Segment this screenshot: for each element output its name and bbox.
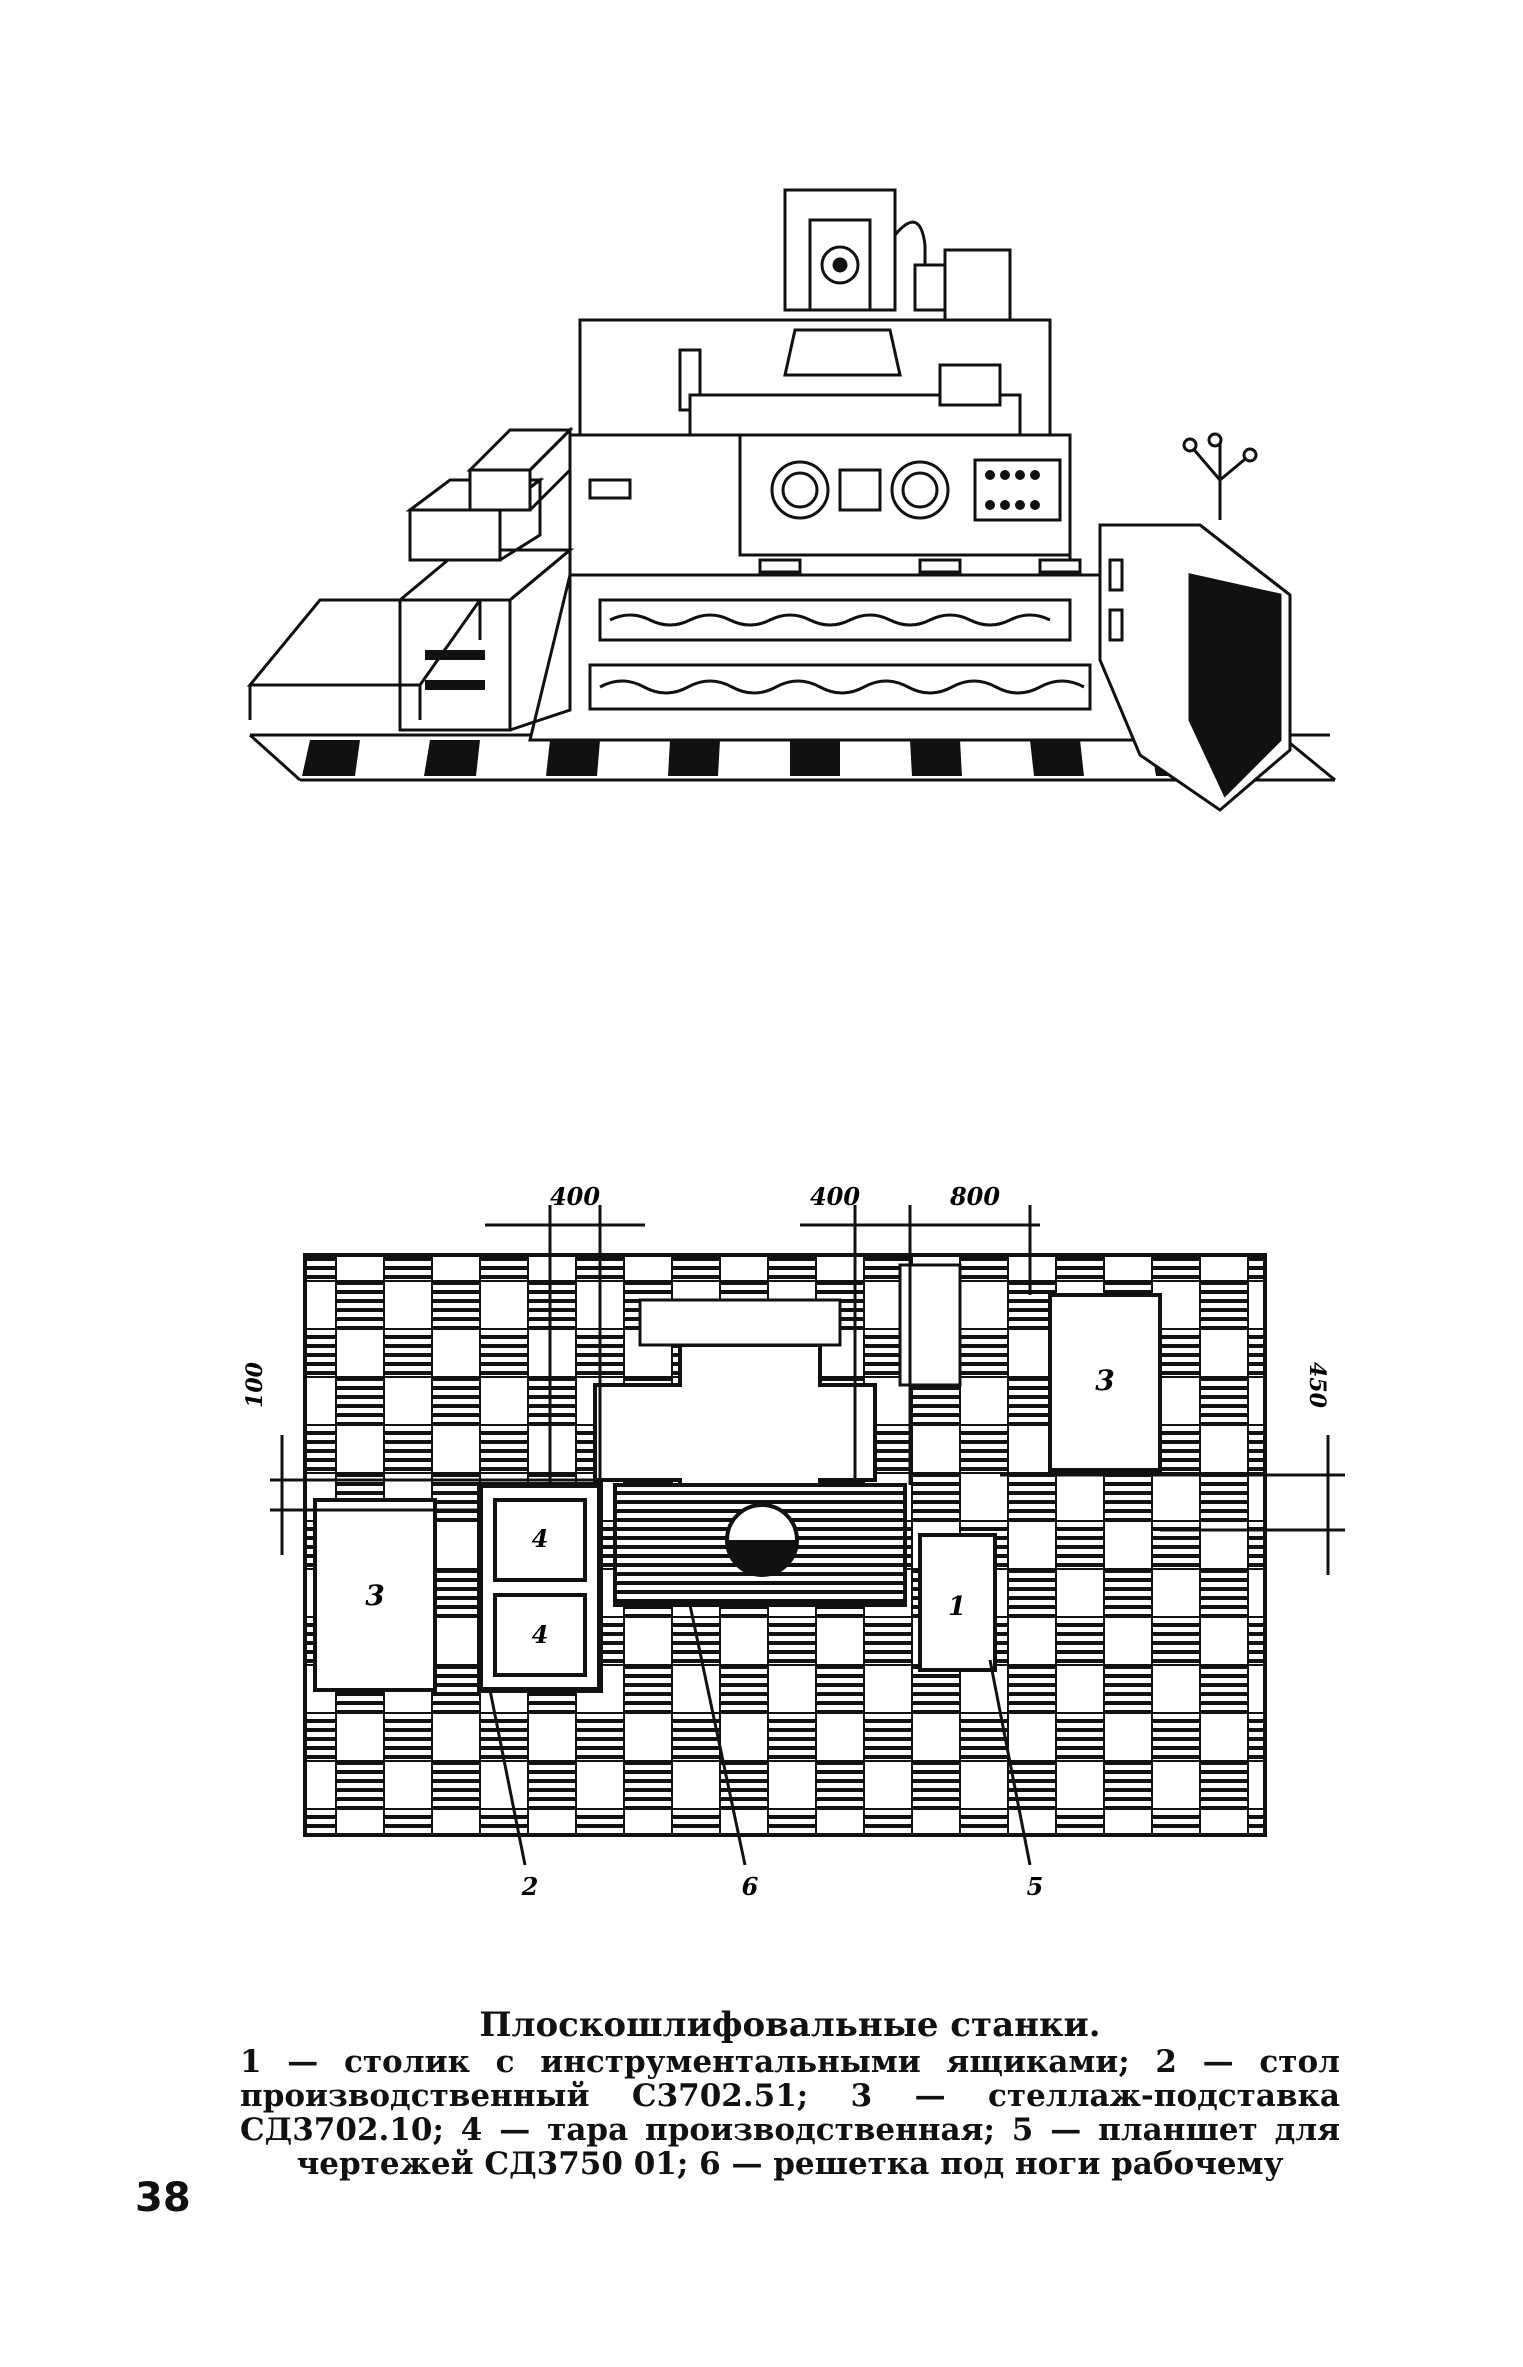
item-4-bottom [493,1593,587,1677]
label-1: 1 [948,1592,966,1622]
page-number: 38 [135,2175,191,2221]
label-3-right: 3 [1095,1364,1114,1397]
right-drawing-board [1098,432,1292,812]
dimension-lines [270,1205,1345,1575]
grinding-machine [568,188,1082,577]
floor-pattern [248,573,1336,782]
item-3-right [1048,1293,1162,1472]
dimension-800: 800 [949,1185,1000,1211]
dimension-450: 450 [1304,1362,1330,1409]
machine-perspective-drawing [246,188,1336,812]
label-2: 2 [521,1872,539,1901]
label-5: 5 [1027,1872,1044,1901]
dimension-100: 100 [242,1361,268,1408]
dimension-400-right: 400 [810,1185,860,1211]
figure-caption-title: Плоскошлифовальные станки. [479,2005,1101,2045]
dimension-400-left: 400 [550,1185,600,1211]
label-4-top: 4 [532,1524,549,1553]
item-3-left [313,1498,437,1692]
label-6: 6 [742,1872,759,1901]
item-1 [918,1533,997,1672]
label-4-bottom: 4 [532,1620,549,1649]
figure-caption-legend: 1 — столик с инструментальными ящиками; … [240,2044,1340,2182]
item-4-top [493,1498,587,1582]
label-3-left: 3 [365,1579,384,1612]
left-furniture [246,426,575,732]
leader-lines [488,1604,1032,1866]
layout-plan-drawing: 3 3 4 4 1 400 400 800 100 450 2 6 5 [242,1185,1345,1901]
